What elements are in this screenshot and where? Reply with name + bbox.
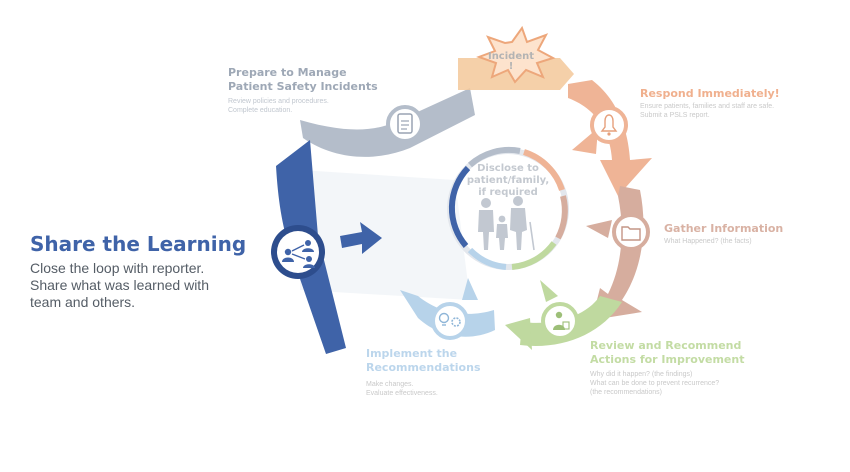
center-line-3: if required (478, 187, 538, 198)
step-implement-title-line-2: Recommendations (366, 361, 481, 374)
step-prepare-title-line-2: Patient Safety Incidents (228, 80, 378, 93)
step-gather-desc: What Happened? (the facts) (664, 237, 783, 246)
implement-icon-badge (431, 302, 469, 340)
step-review-desc-line-1: Why did it happen? (the findings) (590, 371, 693, 378)
step-respond-desc-line-2: Submit a PSLS report. (640, 112, 710, 119)
step-share-desc-line-3: team and others. (30, 294, 136, 310)
incident-mark: ! (508, 61, 514, 72)
family-icon (478, 196, 535, 251)
step-prepare-desc: Review policies and procedures. Complete… (228, 97, 378, 115)
step-prepare-title-line-1: Prepare to Manage (228, 66, 347, 79)
respond-icon-badge (590, 106, 628, 144)
step-gather: Gather Information What Happened? (the f… (664, 222, 783, 246)
step-respond-desc: Ensure patients, families and staff are … (640, 102, 780, 120)
center-line-1: Disclose to (477, 163, 539, 174)
incident-label-text: Incident (487, 51, 535, 62)
step-review-title-line-2: Actions for Improvement (590, 353, 745, 366)
prepare-icon-badge (386, 105, 424, 143)
step-share-title: Share the Learning (30, 232, 246, 256)
review-icon-badge (541, 302, 579, 340)
incident-burst-icon (476, 25, 556, 84)
step-prepare-desc-line-1: Review policies and procedures. (228, 98, 329, 105)
step-implement-desc-line-2: Evaluate effectiveness. (366, 390, 438, 397)
step-review-title-line-1: Review and Recommend (590, 339, 742, 352)
step-implement-title: Implement the Recommendations (366, 347, 481, 375)
center-ring (447, 146, 569, 270)
step-review-desc: Why did it happen? (the findings) What c… (590, 370, 744, 397)
step-gather-title-line-1: Gather Information (664, 222, 784, 235)
center-line-2: patient/family, (466, 175, 550, 186)
step-share-title-line-1: Share the Learning (30, 232, 247, 256)
step-share-desc-line-1: Close the loop with reporter. (30, 260, 205, 276)
step-review-title: Review and Recommend Actions for Improve… (590, 339, 744, 367)
gather-icon-badge (612, 213, 650, 251)
step-implement-title-line-1: Implement the (366, 347, 458, 360)
step-gather-title: Gather Information (664, 222, 783, 236)
step-review-desc-line-3: (the recommendations) (590, 389, 662, 396)
share-icon-badge (271, 225, 325, 279)
step-share: Share the Learning Close the loop with r… (30, 232, 246, 311)
step-review: Review and Recommend Actions for Improve… (590, 339, 744, 397)
step-review-desc-line-2: What can be done to prevent recurrence? (590, 380, 720, 387)
center-disclose-text: Disclose to patient/family, if required (462, 163, 554, 199)
step-respond-title-line-1: Respond Immediately! (640, 87, 780, 100)
step-share-desc: Close the loop with reporter. Share what… (30, 260, 246, 311)
step-prepare-title: Prepare to Manage Patient Safety Inciden… (228, 66, 378, 94)
step-respond: Respond Immediately! Ensure patients, fa… (640, 87, 780, 120)
incident-label: Incident ! (484, 51, 538, 72)
step-prepare-desc-line-2: Complete education. (228, 107, 293, 114)
step-respond-title: Respond Immediately! (640, 87, 780, 101)
step-implement-desc-line-1: Make changes. (366, 381, 414, 388)
prepare-ribbon (300, 88, 475, 157)
step-share-desc-line-2: Share what was learned with (30, 277, 209, 293)
step-respond-desc-line-1: Ensure patients, families and staff are … (640, 103, 775, 110)
share-highlight (300, 170, 470, 300)
gather-ribbon (586, 186, 644, 320)
step-gather-desc-line-1: What Happened? (the facts) (664, 238, 752, 245)
step-implement-desc: Make changes. Evaluate effectiveness. (366, 380, 481, 398)
step-prepare: Prepare to Manage Patient Safety Inciden… (228, 66, 378, 115)
step-implement: Implement the Recommendations Make chang… (366, 347, 481, 398)
